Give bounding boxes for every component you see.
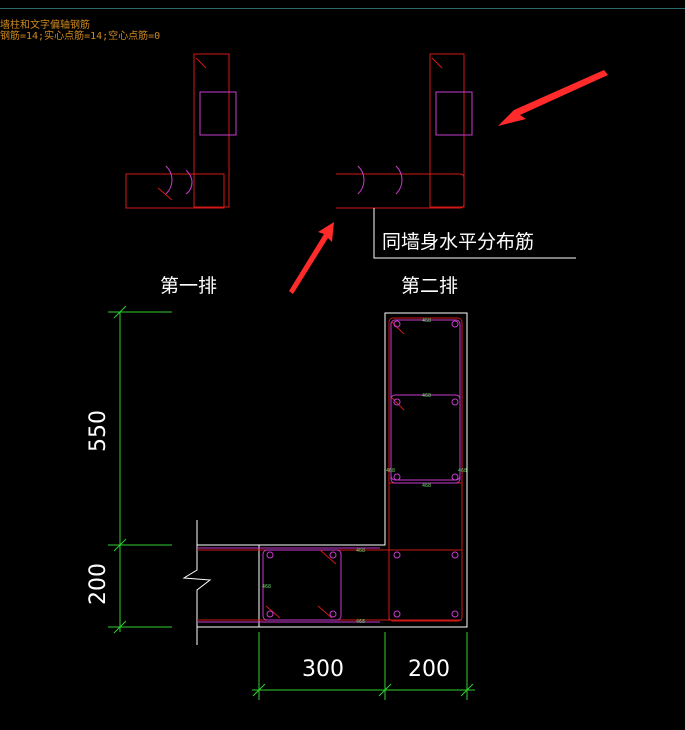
rebar-dot (451, 610, 459, 618)
rebar-dot (451, 320, 459, 328)
rebar-dot (393, 551, 401, 559)
status-line-2: 钢筋=14;实心点筋=14;空心点筋=0 (0, 31, 161, 42)
sketch-row-2 (336, 53, 576, 259)
hook-1a (165, 165, 173, 195)
bar-tag: 468 (422, 393, 431, 399)
dim-label-300: 300 (302, 657, 344, 682)
dim-label-200-vertical: 200 (86, 563, 111, 605)
tie-mark-2a (431, 57, 443, 69)
tie-mark-c2 (391, 397, 405, 411)
bar-tag: 468 (458, 468, 467, 474)
stirrup-square-2 (435, 91, 473, 136)
horizontal-bar-2-end (459, 173, 465, 209)
rebar-dot (393, 473, 401, 481)
dim-tick (460, 683, 474, 697)
bar-tag: 468 (262, 584, 271, 590)
horizontal-bar-1 (125, 173, 225, 209)
rebar-column-outline (388, 317, 463, 622)
tie-mark-c4 (265, 605, 281, 619)
vertical-bar-2 (429, 53, 465, 208)
stirrup-middle (390, 394, 461, 484)
rebar-dot (266, 551, 274, 559)
stirrup-square-1 (199, 91, 237, 136)
top-divider-line (0, 8, 685, 9)
bar-tag: 468 (356, 548, 365, 554)
dim-tick (113, 538, 127, 552)
dim-tick (378, 683, 392, 697)
rebar-dot (266, 610, 274, 618)
bar-tag: 468 (356, 619, 365, 625)
rebar-dot (451, 398, 459, 406)
l-section (182, 312, 468, 645)
dimensions (108, 305, 475, 700)
tie-mark-1b (157, 187, 173, 201)
dim-label-200-horizontal: 200 (408, 657, 450, 682)
status-line-1: 墙柱和文字偏轴钢筋 (0, 20, 90, 31)
pointer-arrow-right (498, 70, 608, 126)
label-wall-note: 同墙身水平分布筋 (382, 231, 534, 253)
stirrup-flange (262, 549, 342, 621)
tie-mark-c3 (319, 549, 337, 565)
tie-mark-c5 (317, 605, 333, 619)
rebar-dot (329, 610, 337, 618)
bar-tag: 468 (422, 318, 431, 324)
hook-2b (395, 165, 403, 195)
rebar-dot (393, 610, 401, 618)
stirrup-upper (390, 319, 461, 481)
dim-tick (252, 683, 266, 697)
hook-2a (357, 165, 365, 195)
rebar-dot (451, 473, 459, 481)
hook-1b (185, 169, 193, 195)
break-line (182, 520, 212, 645)
bar-tags: 468 468 468 468 468 468 468 468 (262, 318, 467, 625)
rebar-dot (451, 551, 459, 559)
status-text: 墙柱和文字偏轴钢筋 钢筋=14;实心点筋=14;空心点筋=0 (0, 20, 160, 42)
rebar-dot (393, 320, 401, 328)
vertical-bar-1 (193, 53, 230, 208)
sketch-row-1 (125, 53, 237, 209)
dim-label-550: 550 (86, 410, 111, 452)
pointer-arrow-left (289, 222, 334, 294)
section-outline (197, 312, 468, 628)
label-row-2: 第二排 (401, 275, 458, 297)
rebar-dot (329, 551, 337, 559)
label-row-1: 第一排 (160, 275, 217, 297)
rebar-dot (393, 398, 401, 406)
tie-mark-1a (195, 57, 207, 69)
rebar-dots (266, 320, 459, 618)
bar-tag: 468 (422, 483, 431, 489)
dim-tick (113, 620, 127, 634)
dim-tick (113, 305, 127, 319)
bar-tag: 468 (386, 468, 395, 474)
note-leader-line (373, 208, 576, 259)
